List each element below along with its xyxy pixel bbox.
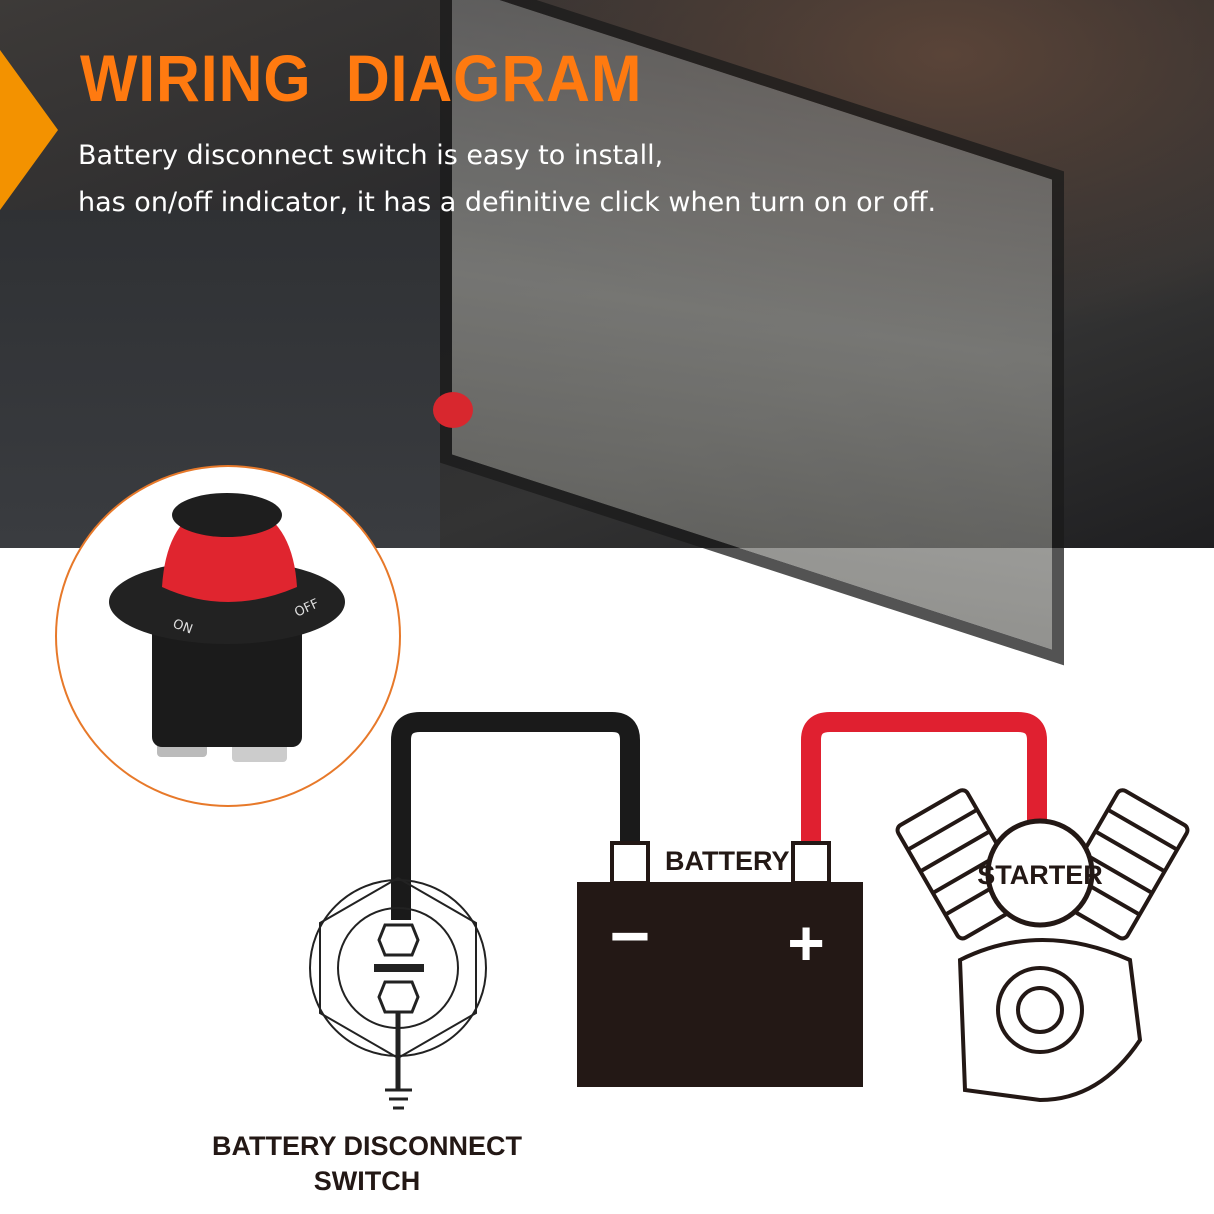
negative-wire [391,712,640,920]
product-inset: ON OFF [55,465,401,807]
subtitle-line-1: Battery disconnect switch is easy to ins… [78,140,664,171]
positive-wire [801,712,1047,845]
installed-switch [433,392,473,428]
starter-engine-icon [895,788,1190,1103]
disconnect-switch-icon [309,876,487,1110]
background-photo [0,0,1214,666]
negative-symbol: − [610,897,651,975]
switch-product-image: ON OFF [109,493,345,762]
chevron-decoration [0,50,58,210]
starter-label: STARTER [977,860,1103,890]
subtitle-line-2: has on/off indicator, it has a definitiv… [78,187,937,218]
page-title: WIRING DIAGRAM [80,41,643,115]
switch-label-line-2: SWITCH [314,1166,420,1196]
on-label: ON [171,617,195,638]
battery-label: BATTERY [665,846,790,876]
battery-icon [577,841,863,1087]
positive-symbol: + [787,907,824,979]
switch-label-line-1: BATTERY DISCONNECT [212,1131,523,1161]
